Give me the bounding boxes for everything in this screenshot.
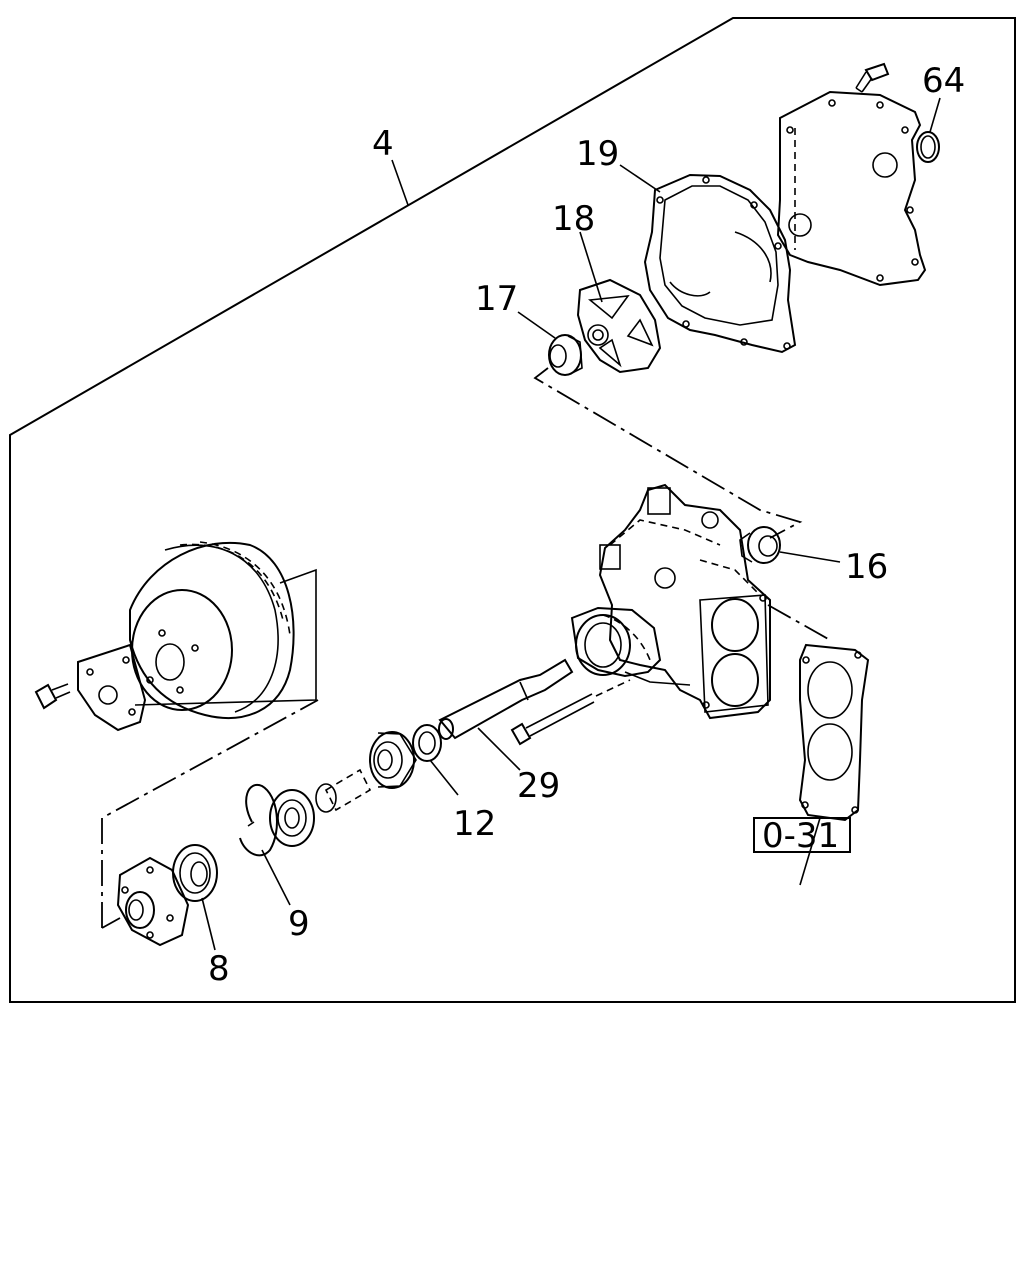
callout-64: 64	[922, 61, 965, 101]
seal-16	[739, 526, 841, 564]
pulley-bracket	[134, 568, 317, 706]
pulley	[129, 541, 295, 719]
callout-17: 17	[475, 279, 518, 319]
pump-housing	[570, 483, 771, 720]
oil-seal-8	[172, 844, 218, 951]
lower-chain-link	[101, 917, 121, 929]
leader-4	[391, 159, 409, 206]
bearing-front	[369, 731, 417, 789]
impeller-18	[576, 231, 662, 374]
callout-29: 29	[517, 766, 560, 806]
o-ring-64	[916, 97, 941, 163]
reference-box-0-31: 0-31	[753, 816, 851, 856]
pulley-flange-plate	[77, 643, 147, 732]
shaft-29	[438, 658, 574, 771]
washer-12	[412, 724, 459, 796]
callout-18: 18	[552, 199, 595, 239]
assembly-boundary	[9, 17, 1016, 1003]
shaft-bracket	[101, 699, 319, 928]
centerline-17-16	[533, 367, 803, 539]
bearing-spacer	[315, 768, 372, 813]
callout-19: 19	[576, 134, 619, 174]
callout-12: 12	[453, 804, 496, 844]
bearing-rear	[269, 789, 315, 847]
flange-hub	[116, 856, 190, 947]
callout-16: 16	[845, 547, 888, 587]
callout-8: 8	[208, 949, 230, 989]
cover-bolt	[855, 62, 890, 93]
callout-9: 9	[288, 904, 310, 944]
pulley-bolt	[34, 683, 71, 710]
leader-19	[619, 164, 661, 193]
housing-bolt	[510, 679, 631, 746]
seal-17	[517, 311, 583, 376]
callout-4: 4	[372, 124, 394, 164]
reference-box-label: 0-31	[762, 816, 839, 856]
snap-ring-9	[239, 783, 291, 906]
gasket-19	[643, 173, 797, 354]
cover-plate	[776, 90, 927, 287]
